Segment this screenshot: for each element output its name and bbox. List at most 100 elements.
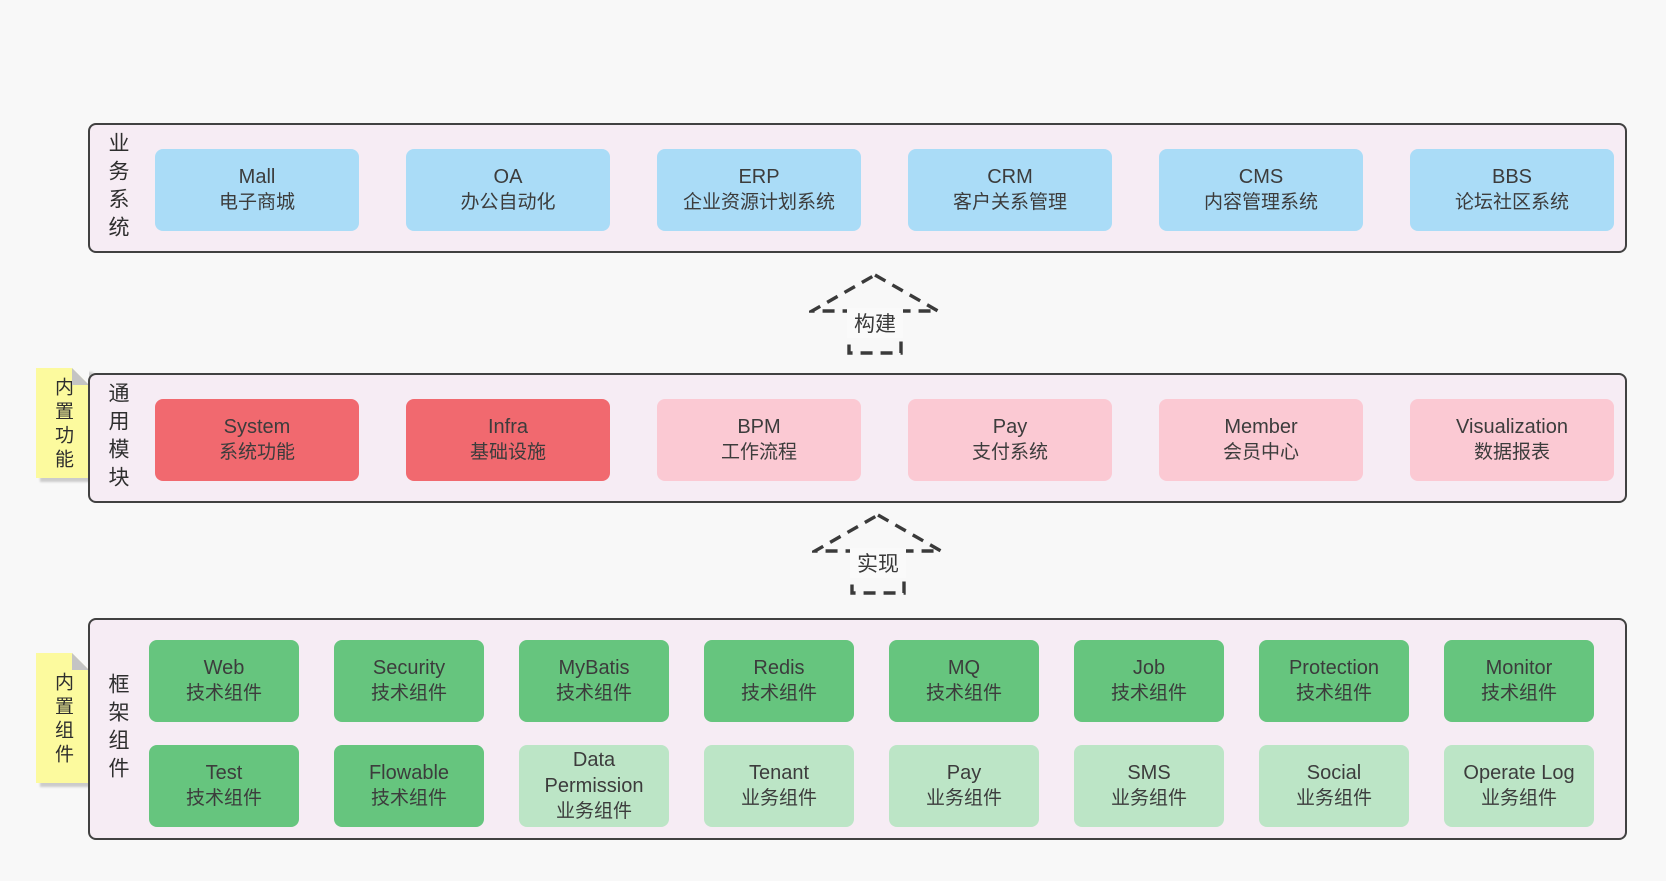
arrow-label-background (847, 308, 903, 338)
card-pay: Pay 支付系统 (908, 399, 1112, 481)
card-title-zh: 业务组件 (1295, 788, 1372, 809)
card-title-zh: 技术组件 (1295, 683, 1372, 704)
sticky-note-built-in-components: 内置组件 (36, 653, 89, 783)
card-title-zh: 技术组件 (1480, 683, 1557, 704)
card-title-en: Pay (946, 762, 982, 784)
card-bbs: BBS 论坛社区系统 (1410, 149, 1614, 231)
card-title-en: CMS (1238, 166, 1284, 188)
layer-side-label: 框架组件 (106, 673, 129, 785)
card-title-en: Member (1224, 416, 1298, 438)
card-oa: OA 办公自动化 (406, 149, 610, 231)
card-title-en: Redis (753, 657, 805, 679)
card-title-en: Visualization (1456, 416, 1568, 438)
card-title-zh: 支付系统 (971, 442, 1048, 463)
card-title-en: Infra (487, 416, 529, 438)
card-job: Job 技术组件 (1074, 640, 1224, 722)
card-title-en: Protection (1288, 657, 1380, 679)
card-title-zh: 业务组件 (740, 788, 817, 809)
card-title-zh: 技术组件 (185, 788, 262, 809)
card-sms: SMS 业务组件 (1074, 745, 1224, 827)
card-title-zh: 企业资源计划系统 (682, 192, 835, 213)
card-title-zh: 技术组件 (370, 788, 447, 809)
card-title-zh: 业务组件 (925, 788, 1002, 809)
card-tenant: Tenant 业务组件 (704, 745, 854, 827)
card-title-zh: 系统功能 (218, 442, 295, 463)
card-title-zh: 会员中心 (1222, 442, 1299, 463)
card-title-zh: 技术组件 (740, 683, 817, 704)
card-operate-log: Operate Log 业务组件 (1444, 745, 1594, 827)
card-title-zh: 业务组件 (1110, 788, 1187, 809)
card-mall: Mall 电子商城 (155, 149, 359, 231)
card-monitor: Monitor 技术组件 (1444, 640, 1594, 722)
card-title-zh: 论坛社区系统 (1454, 192, 1569, 213)
card-title-en: Test (205, 762, 243, 784)
card-web: Web 技术组件 (149, 640, 299, 722)
card-member: Member 会员中心 (1159, 399, 1363, 481)
card-title-en: ERP (738, 166, 780, 188)
card-title-en: Security (372, 657, 446, 679)
card-title-en: MyBatis (558, 657, 630, 679)
card-mq: MQ 技术组件 (889, 640, 1039, 722)
card-title-zh: 业务组件 (555, 801, 632, 822)
sticky-note-built-in-features: 内置功能 (36, 368, 89, 478)
card-visualization: Visualization 数据报表 (1410, 399, 1614, 481)
card-data-permission: Data Permission 业务组件 (519, 745, 669, 827)
layer-side-label: 业务系统 (106, 132, 129, 244)
card-title-zh: 技术组件 (1110, 683, 1187, 704)
card-title-zh: 技术组件 (925, 683, 1002, 704)
implement-arrow: 实现 (812, 513, 944, 595)
card-title-zh: 技术组件 (185, 683, 262, 704)
card-title-en: OA (493, 166, 523, 188)
layer-side-label: 通用模块 (106, 382, 129, 494)
card-pay: Pay 业务组件 (889, 745, 1039, 827)
card-title-en: Monitor (1485, 657, 1553, 679)
card-title-zh: 技术组件 (370, 683, 447, 704)
card-erp: ERP 企业资源计划系统 (657, 149, 861, 231)
card-title-zh: 数据报表 (1473, 442, 1550, 463)
card-title-zh: 电子商城 (218, 192, 295, 213)
card-title-en: Operate Log (1463, 762, 1575, 784)
build-arrow: 构建 (809, 273, 941, 355)
card-title-zh: 技术组件 (555, 683, 632, 704)
card-mybatis: MyBatis 技术组件 (519, 640, 669, 722)
sticky-label: 内置功能 (52, 377, 73, 473)
card-title-en: MQ (947, 657, 981, 679)
card-title-en: Flowable (368, 762, 450, 784)
card-title-en: Job (1132, 657, 1166, 679)
arrow-label: 构建 (854, 313, 896, 336)
card-title-en: System (223, 416, 291, 438)
card-title-zh: 内容管理系统 (1203, 192, 1318, 213)
card-title-en: Mall (238, 166, 276, 188)
sticky-fold-icon (72, 653, 89, 670)
card-title-en: BBS (1491, 166, 1533, 188)
card-title-en: Data Permission (544, 749, 644, 797)
card-title-en: BPM (737, 416, 781, 438)
sticky-fold-icon (72, 368, 89, 385)
card-title-zh: 业务组件 (1480, 788, 1557, 809)
card-title-en: Pay (992, 416, 1028, 438)
card-title-en: Social (1306, 762, 1362, 784)
card-title-en: Web (203, 657, 245, 679)
card-protection: Protection 技术组件 (1259, 640, 1409, 722)
card-title-en: CRM (987, 166, 1033, 188)
card-social: Social 业务组件 (1259, 745, 1409, 827)
card-redis: Redis 技术组件 (704, 640, 854, 722)
card-title-en: Tenant (748, 762, 810, 784)
arrow-label: 实现 (857, 553, 899, 576)
card-flowable: Flowable 技术组件 (334, 745, 484, 827)
card-title-en: SMS (1127, 762, 1171, 784)
arrow-label-background (850, 548, 906, 578)
card-title-zh: 办公自动化 (460, 192, 556, 213)
card-cms: CMS 内容管理系统 (1159, 149, 1363, 231)
card-test: Test 技术组件 (149, 745, 299, 827)
